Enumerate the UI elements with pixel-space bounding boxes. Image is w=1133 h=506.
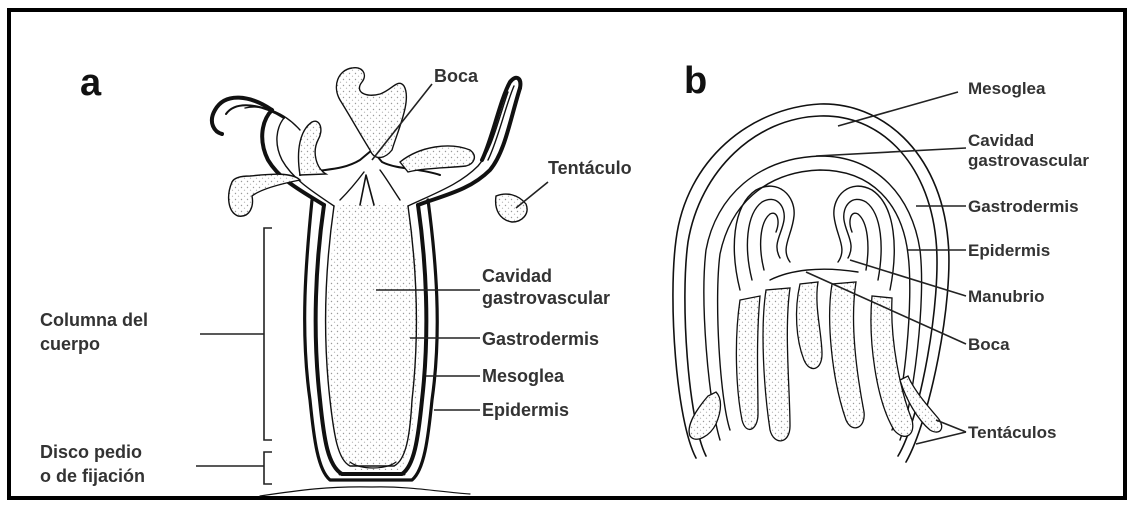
figure-border: [9, 10, 1125, 498]
label-b-gastrodermis: Gastrodermis: [968, 197, 1079, 216]
label-a-columna-1: Columna del: [40, 310, 148, 330]
label-b-tentaculos: Tentáculos: [968, 423, 1056, 442]
label-a-columna-2: cuerpo: [40, 334, 100, 354]
label-a-disco-2: o de fijación: [40, 466, 145, 486]
label-b-cavidad-1: Cavidad: [968, 131, 1034, 150]
label-b-cavidad-2: gastrovascular: [968, 151, 1089, 170]
label-a-disco-1: Disco pedio: [40, 442, 142, 462]
label-a-mesoglea: Mesoglea: [482, 366, 565, 386]
label-a-tentaculo: Tentáculo: [548, 158, 632, 178]
panel-a-letter: a: [80, 62, 102, 104]
label-a-cavidad-1: Cavidad: [482, 266, 552, 286]
panel-b-letter: b: [684, 60, 707, 102]
label-b-manubrio: Manubrio: [968, 287, 1045, 306]
label-b-epidermis: Epidermis: [968, 241, 1050, 260]
medusa-drawing: [673, 104, 949, 462]
label-a-gastrodermis: Gastrodermis: [482, 329, 599, 349]
label-b-mesoglea: Mesoglea: [968, 79, 1046, 98]
label-a-epidermis: Epidermis: [482, 400, 569, 420]
label-b-boca: Boca: [968, 335, 1010, 354]
polyp-drawing: [212, 68, 527, 496]
label-a-cavidad-2: gastrovascular: [482, 288, 610, 308]
label-a-boca: Boca: [434, 66, 479, 86]
